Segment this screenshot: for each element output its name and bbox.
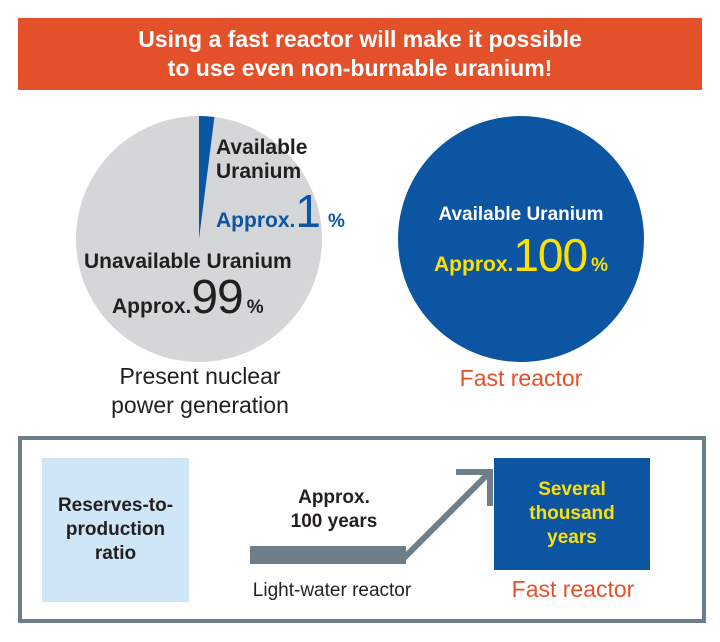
unavailable-value: 99: [191, 271, 243, 324]
reserves-ratio-box: Reserves-to- production ratio: [42, 458, 189, 602]
fast-reactor-value-line-2: thousand: [529, 503, 615, 524]
reserves-ratio-line-1: Reserves-to-: [57, 495, 174, 516]
available-unit: %: [327, 211, 345, 232]
headline-line-2: to use even non-burnable uranium!: [167, 55, 553, 81]
light-water-value: Approx. 100 years: [258, 486, 410, 534]
unavailable-percentage: Approx.99%: [112, 270, 264, 325]
present-caption: Present nuclear power generation: [70, 362, 330, 420]
unavailable-uranium-label: Unavailable Uranium: [84, 250, 292, 273]
available-uranium-label: Available Uranium: [216, 136, 307, 184]
unavailable-approx: Approx.: [112, 295, 192, 318]
fast-value: 100: [513, 229, 588, 281]
fast-percentage: Approx.100%: [396, 228, 646, 282]
available-uranium-slice: [199, 116, 215, 239]
light-water-value-line-1: Approx.: [298, 487, 370, 508]
reserves-comparison-panel: Reserves-to- production ratio Approx. 10…: [18, 436, 706, 623]
fast-available-label: Available Uranium: [438, 204, 604, 225]
present-uranium-pie: [76, 116, 322, 362]
present-caption-line-1: Present nuclear: [119, 363, 281, 389]
fast-unit: %: [591, 255, 608, 276]
available-value: 1: [295, 185, 321, 237]
headline-banner: Using a fast reactor will make it possib…: [18, 18, 702, 90]
available-approx: Approx.: [216, 209, 296, 232]
light-water-caption: Light-water reactor: [252, 580, 412, 601]
fast-approx: Approx.: [434, 253, 514, 276]
increase-arrow-icon: [402, 469, 493, 561]
fast-reactor-value-line-1: Several: [538, 479, 606, 500]
reserves-ratio-line-3: ratio: [94, 543, 137, 564]
fast-available-uranium-circle: [398, 116, 644, 362]
light-water-value-line-2: 100 years: [290, 511, 378, 532]
light-water-bar: [250, 546, 406, 564]
fast-caption: Fast reactor: [459, 365, 583, 391]
fast-reactor-value-line-3: years: [547, 527, 597, 548]
available-percentage: Approx.1%: [216, 184, 345, 238]
fast-reactor-uranium-pie: [398, 116, 644, 362]
available-label-line-1: Available: [216, 136, 308, 159]
reserves-ratio-line-2: production: [65, 519, 166, 540]
present-caption-line-2: power generation: [111, 392, 289, 418]
headline-line-1: Using a fast reactor will make it possib…: [138, 26, 582, 52]
available-label-line-2: Uranium: [216, 160, 302, 183]
fast-reactor-caption: Fast reactor: [511, 576, 635, 602]
fast-reactor-value-box: Several thousand years: [494, 458, 650, 570]
unavailable-unit: %: [246, 297, 264, 318]
